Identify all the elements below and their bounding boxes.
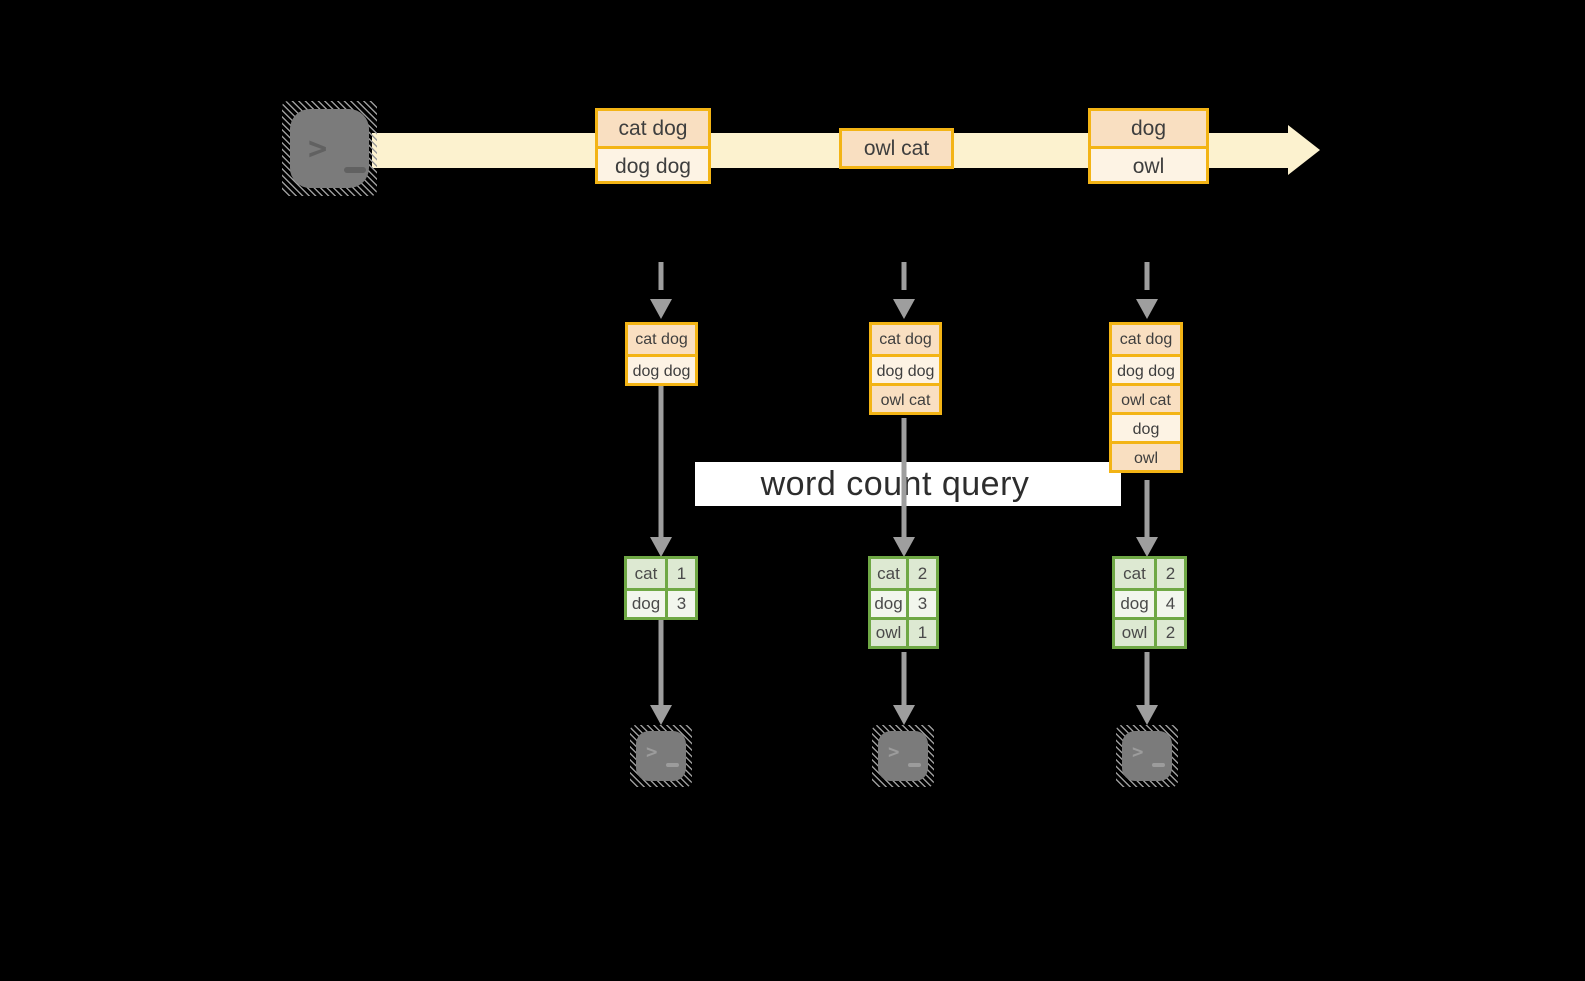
input-batch-2: owl cat: [839, 128, 954, 169]
batch-to-input-arrow-1: [650, 262, 672, 319]
batch-to-input-arrow-2: [893, 262, 915, 319]
result-to-sink-arrow-2: [893, 652, 915, 725]
prompt-chevron-icon: >: [308, 129, 328, 167]
record-row: owl: [1112, 441, 1180, 470]
count-cell: 3: [668, 591, 695, 617]
count-cell: 4: [1157, 591, 1184, 617]
stream-arrowhead-icon: [1288, 125, 1320, 175]
count-cell: 2: [1157, 620, 1184, 646]
terminal-sink-icon-2: >: [872, 725, 934, 787]
record-row: owl: [1091, 146, 1206, 181]
result-to-sink-arrow-1: [650, 620, 672, 725]
word-cell: dog: [627, 591, 668, 617]
prompt-cursor-icon: [1152, 763, 1165, 767]
count-cell: 2: [909, 559, 936, 588]
word-cell: dog: [1115, 591, 1157, 617]
prompt-chevron-icon: >: [888, 741, 900, 763]
record-row: owl cat: [1112, 383, 1180, 412]
terminal-screen: >: [636, 731, 686, 781]
query-arrow-2: [893, 418, 915, 557]
terminal-source-icon: >: [282, 101, 377, 196]
query-label-band: word count query: [695, 462, 1121, 506]
count-cell: 3: [909, 591, 936, 617]
terminal-screen: >: [878, 731, 928, 781]
word-cell: dog: [871, 591, 909, 617]
prompt-cursor-icon: [908, 763, 921, 767]
record-row: dog dog: [1112, 354, 1180, 383]
record-row: dog: [1091, 111, 1206, 146]
record-row: owl cat: [872, 383, 939, 412]
word-cell: owl: [871, 620, 909, 646]
query-label: word count query: [760, 464, 1030, 503]
query-arrow-1: [650, 386, 672, 557]
record-row: dog dog: [628, 354, 695, 383]
record-row: owl cat: [842, 131, 951, 166]
terminal-screen: >: [290, 109, 369, 188]
count-cell: 1: [668, 559, 695, 588]
prompt-cursor-icon: [666, 763, 679, 767]
batch-to-input-arrow-3: [1136, 262, 1158, 319]
record-row: dog dog: [872, 354, 939, 383]
count-cell: 1: [909, 620, 936, 646]
word-cell: cat: [871, 559, 909, 588]
prompt-cursor-icon: [344, 167, 366, 173]
prompt-chevron-icon: >: [1132, 741, 1144, 763]
word-cell: owl: [1115, 620, 1157, 646]
prompt-chevron-icon: >: [646, 741, 658, 763]
word-cell: cat: [1115, 559, 1157, 588]
terminal-sink-icon-1: >: [630, 725, 692, 787]
record-row: cat dog: [628, 325, 695, 354]
record-row: cat dog: [598, 111, 708, 146]
word-cell: cat: [627, 559, 668, 588]
result-to-sink-arrow-3: [1136, 652, 1158, 725]
terminal-screen: >: [1122, 731, 1172, 781]
record-row: dog dog: [598, 146, 708, 181]
record-row: cat dog: [1112, 325, 1180, 354]
count-cell: 2: [1157, 559, 1184, 588]
record-row: dog: [1112, 412, 1180, 441]
record-row: cat dog: [872, 325, 939, 354]
query-arrow-3: [1136, 480, 1158, 557]
terminal-sink-icon-3: >: [1116, 725, 1178, 787]
